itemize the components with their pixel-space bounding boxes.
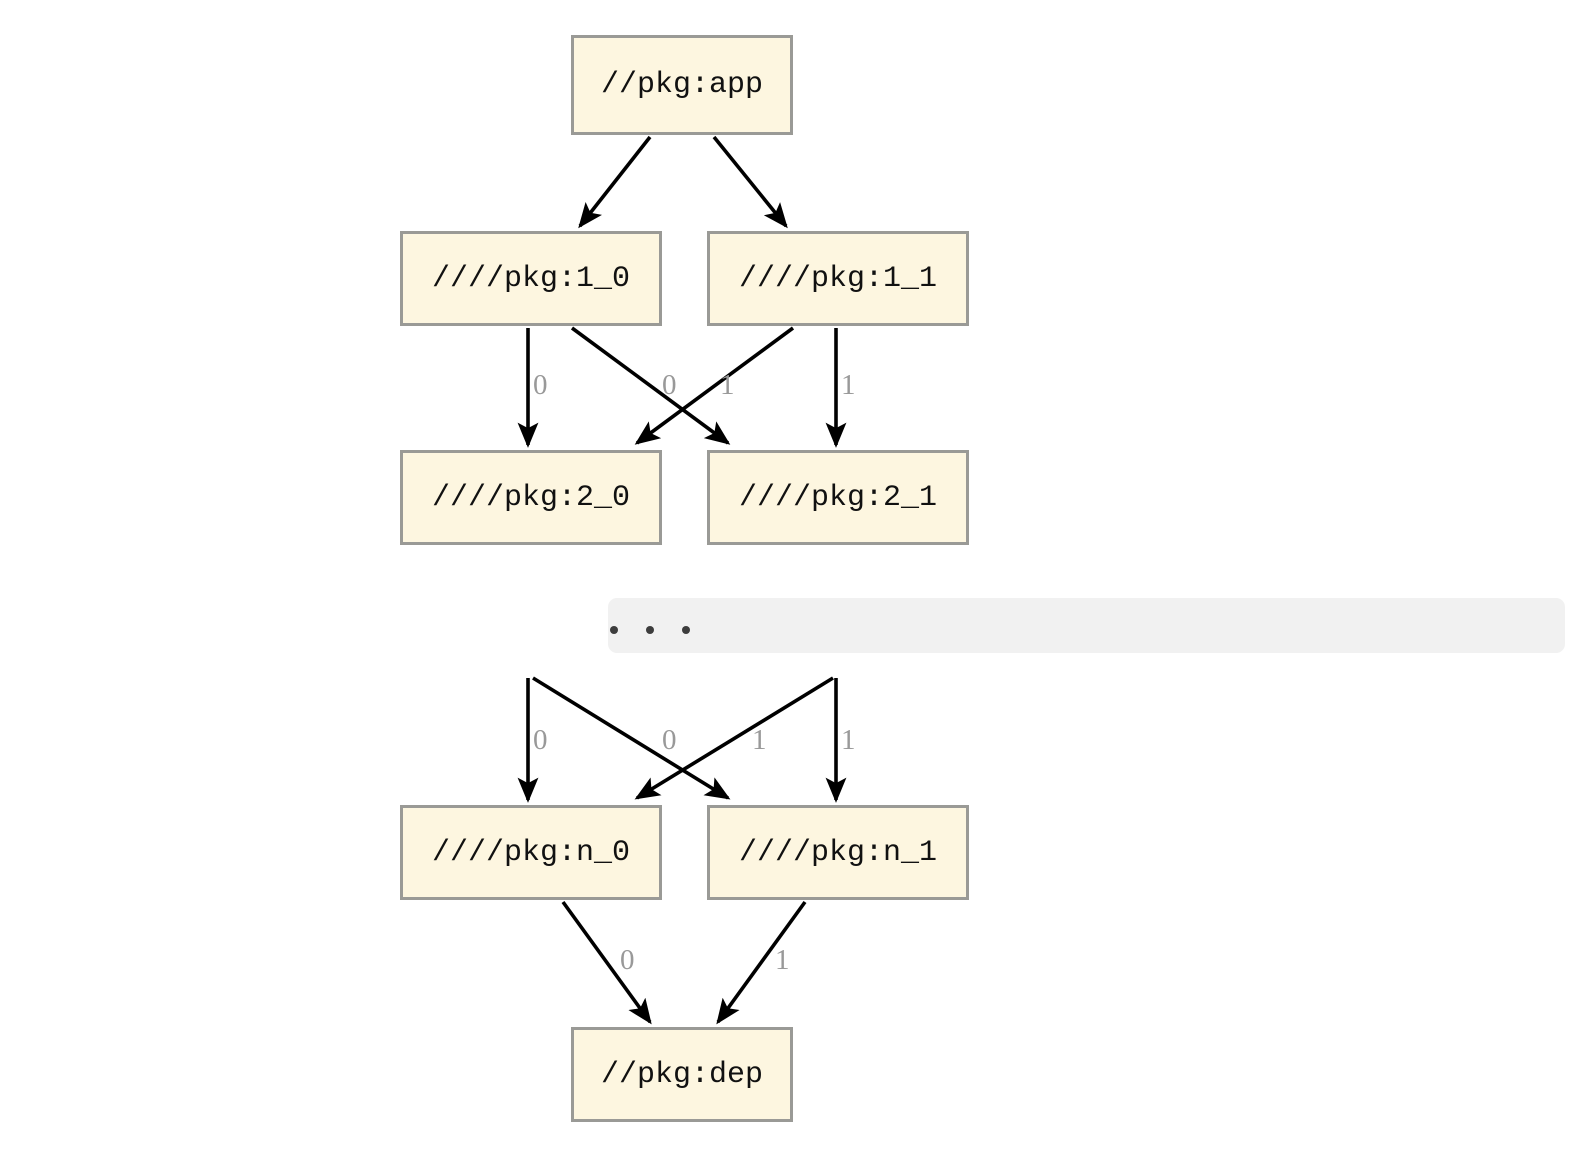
- edge-cut-to-n_1: [532, 676, 731, 800]
- node-label: ////pkg:2_1: [738, 480, 938, 515]
- node-label: ////pkg:1_0: [431, 261, 631, 296]
- edge-1_0-to-2_1: [570, 326, 731, 445]
- edge-app-to-1_1: [712, 135, 788, 229]
- ellipsis-band: [608, 598, 1565, 653]
- node-label: ////pkg:2_0: [431, 480, 631, 515]
- ellipsis-dot: [682, 626, 690, 634]
- ellipsis-dots: [610, 626, 690, 634]
- ellipsis-dot: [610, 626, 618, 634]
- edge-label-lbl-cut-n_1: 0: [662, 724, 677, 756]
- edge-label-lbl-1_1-2_0: 1: [720, 369, 735, 401]
- node-label: ////pkg:n_1: [738, 835, 938, 870]
- node-dep[interactable]: //pkg:dep: [571, 1027, 793, 1122]
- edge-n_0-to-dep: [561, 900, 652, 1025]
- edge-label-lbl-1_0-2_0: 0: [533, 369, 548, 401]
- node-app[interactable]: //pkg:app: [571, 35, 793, 135]
- ellipsis-dot: [646, 626, 654, 634]
- node-n2_1[interactable]: ////pkg:2_1: [707, 450, 969, 545]
- edge-app-to-1_0: [578, 135, 652, 229]
- edge-n_1-to-dep: [716, 900, 807, 1025]
- edge-label-lbl-cut2-n_1: 1: [841, 724, 856, 756]
- edge-label-lbl-n_1-dep: 1: [775, 944, 790, 976]
- node-label: //pkg:app: [600, 68, 764, 102]
- node-nn_1[interactable]: ////pkg:n_1: [707, 805, 969, 900]
- node-label: ////pkg:n_0: [431, 835, 631, 870]
- edge-label-lbl-1_0-2_1: 0: [662, 369, 677, 401]
- node-n1_0[interactable]: ////pkg:1_0: [400, 231, 662, 326]
- node-label: //pkg:dep: [600, 1057, 764, 1092]
- node-n1_1[interactable]: ////pkg:1_1: [707, 231, 969, 326]
- node-nn_0[interactable]: ////pkg:n_0: [400, 805, 662, 900]
- edge-1_1-to-2_0: [634, 326, 795, 445]
- edge-label-lbl-cut-n_0: 0: [533, 724, 548, 756]
- node-n2_0[interactable]: ////pkg:2_0: [400, 450, 662, 545]
- edge-label-lbl-n_0-dep: 0: [620, 944, 635, 976]
- node-label: ////pkg:1_1: [738, 261, 938, 296]
- edge-label-lbl-1_1-2_1: 1: [841, 369, 856, 401]
- edge-label-lbl-cut2-n_0: 1: [752, 724, 767, 756]
- edge-cut2-to-n_0: [634, 676, 834, 800]
